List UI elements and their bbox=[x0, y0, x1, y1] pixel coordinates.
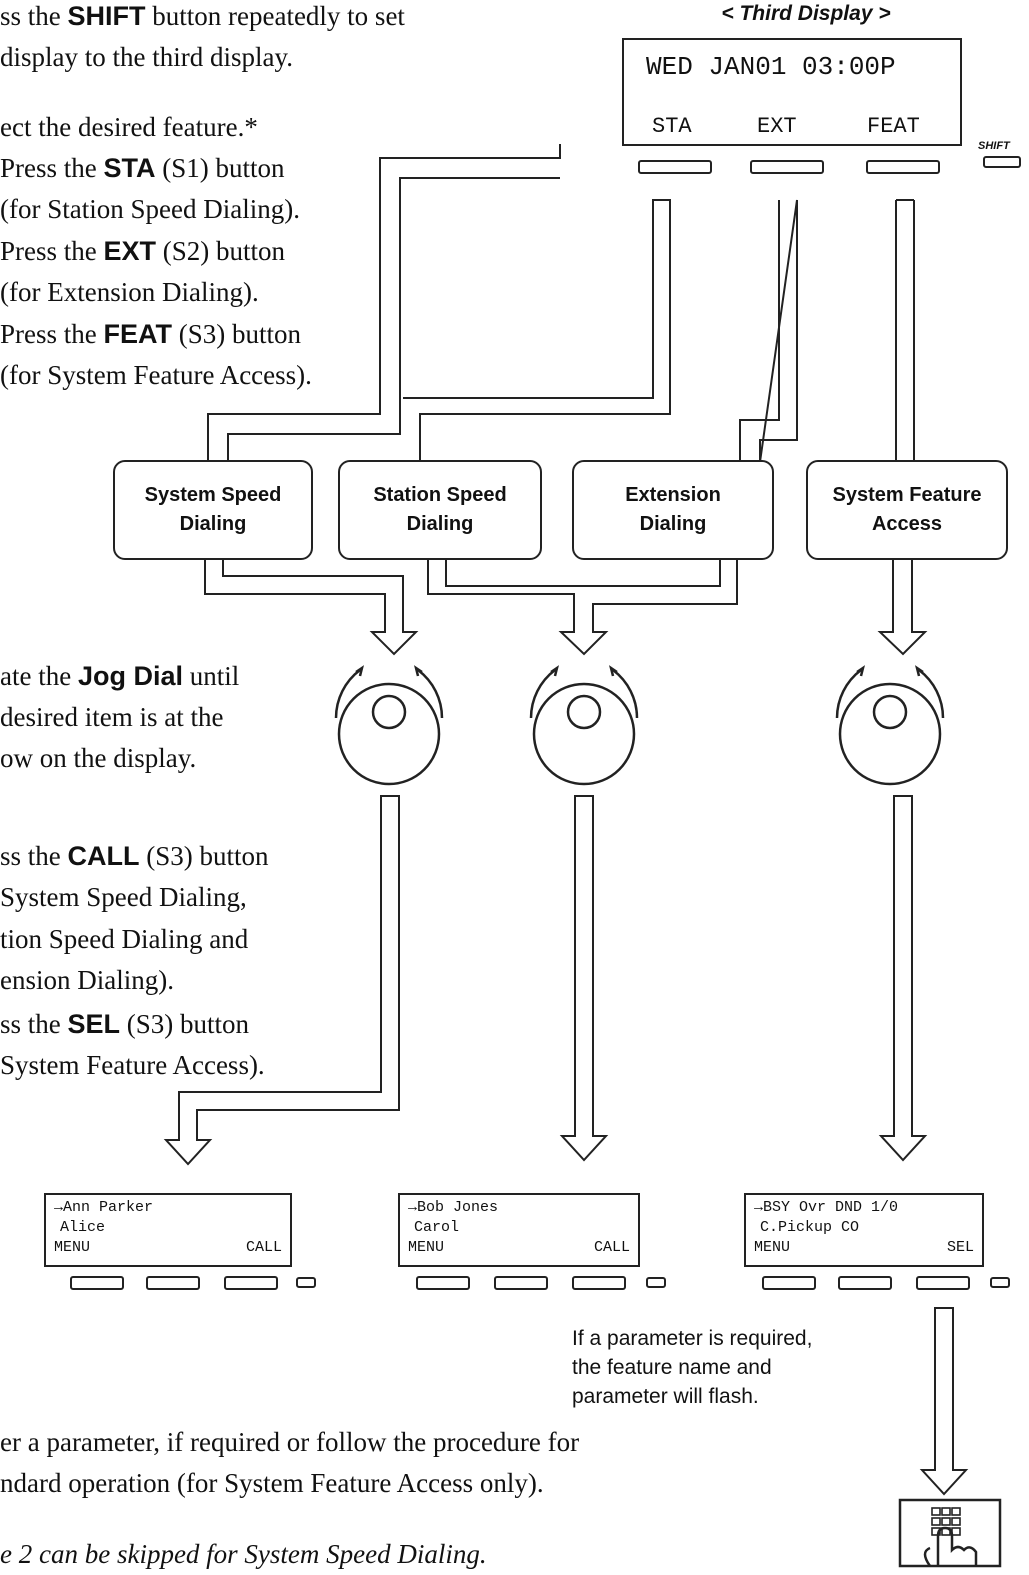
step2-intro: ect the desired feature.* bbox=[0, 112, 258, 142]
third-display-line1: WED JAN01 03:00P bbox=[646, 52, 896, 82]
step4-call-line4: ension Dialing). bbox=[0, 965, 174, 995]
step4-sel-line2: System Feature Access). bbox=[0, 1050, 265, 1080]
param-note-line3: parameter will flash. bbox=[572, 1385, 759, 1408]
display2-button-s3[interactable] bbox=[572, 1276, 626, 1290]
step3-line1: ate the Jog Dial until bbox=[0, 661, 240, 691]
sta-s1-button[interactable] bbox=[638, 160, 712, 174]
sel-keyword: SEL bbox=[67, 1009, 121, 1039]
jog-dial-keyword: Jog Dial bbox=[77, 661, 183, 691]
flow-arrow-dial1-down bbox=[163, 795, 400, 1166]
step4-call-line: ss the CALL (S3) button bbox=[0, 841, 269, 871]
shift-button[interactable] bbox=[983, 156, 1021, 168]
param-note-line2: the feature name and bbox=[572, 1356, 772, 1379]
flow-arrow-to-dial2 bbox=[427, 558, 738, 656]
step4-call-line3: tion Speed Dialing and bbox=[0, 924, 249, 954]
third-display-screen: WED JAN01 03:00P STA EXT FEAT bbox=[622, 38, 962, 146]
display3-button-s1[interactable] bbox=[762, 1276, 816, 1290]
keypad-hand-icon bbox=[898, 1498, 1002, 1568]
display3-button-s3[interactable] bbox=[916, 1276, 970, 1290]
display2-button-s1[interactable] bbox=[416, 1276, 470, 1290]
flow-arrow-sta bbox=[207, 144, 561, 462]
step1-line1: ss the SHIFT button repeatedly to set bbox=[0, 0, 405, 37]
step4-sel-line: ss the SEL (S3) button bbox=[0, 1009, 250, 1039]
display1-button-s2[interactable] bbox=[146, 1276, 200, 1290]
flow-arrow-to-dial3 bbox=[877, 558, 928, 656]
flow-arrow-sta-station bbox=[403, 199, 671, 462]
jog-dial-icon-3 bbox=[835, 665, 945, 786]
softkey-label-feat: FEAT bbox=[867, 114, 920, 139]
display3-button-s2[interactable] bbox=[838, 1276, 892, 1290]
step3-line3: ow on the display. bbox=[0, 743, 197, 773]
display3-shift-button[interactable] bbox=[990, 1277, 1010, 1288]
call-keyword: CALL bbox=[67, 841, 140, 871]
footnote: e 2 can be skipped for System Speed Dial… bbox=[0, 1539, 487, 1569]
flow-arrow-to-dial1 bbox=[204, 558, 419, 656]
step3-line2: desired item is at the bbox=[0, 702, 224, 732]
display1-button-s3[interactable] bbox=[224, 1276, 278, 1290]
step5-line2: ndard operation (for System Feature Acce… bbox=[0, 1468, 544, 1498]
softkey-label-ext: EXT bbox=[757, 114, 797, 139]
step2-item-ext: Press the EXT (S2) button bbox=[0, 236, 286, 266]
param-note-line1: If a parameter is required, bbox=[572, 1327, 813, 1350]
flow-arrow-feat bbox=[895, 199, 915, 462]
flow-arrow-to-keypad bbox=[919, 1307, 969, 1496]
flow-arrow-dial2-down bbox=[559, 795, 609, 1162]
step4-call-line2: System Speed Dialing, bbox=[0, 882, 247, 912]
step2-item-feat-desc: (for System Feature Access). bbox=[0, 360, 312, 390]
ext-s2-button[interactable] bbox=[750, 160, 824, 174]
step2-item-ext-desc: (for Extension Dialing). bbox=[0, 277, 259, 307]
step2-item-feat: Press the FEAT (S3) button bbox=[0, 319, 302, 349]
flow-arrow-ext bbox=[739, 199, 798, 463]
jog-dial-icon-2 bbox=[529, 665, 639, 786]
step1-shift-keyword: SHIFT bbox=[67, 1, 146, 31]
shift-label: SHIFT bbox=[978, 140, 1010, 152]
display1-shift-button[interactable] bbox=[296, 1277, 316, 1288]
feat-s3-button[interactable] bbox=[866, 160, 940, 174]
step5-line1: er a parameter, if required or follow th… bbox=[0, 1427, 580, 1457]
step1-prefix: ss the bbox=[0, 1, 68, 31]
step2-item-sta-desc: (for Station Speed Dialing). bbox=[0, 194, 300, 224]
display1-button-s1[interactable] bbox=[70, 1276, 124, 1290]
display2-button-s2[interactable] bbox=[494, 1276, 548, 1290]
step1-line2: display to the third display. bbox=[0, 42, 293, 72]
softkey-label-sta: STA bbox=[652, 114, 692, 139]
display2-shift-button[interactable] bbox=[646, 1277, 666, 1288]
step2-item-sta: Press the STA (S1) button bbox=[0, 153, 285, 183]
third-display-title: < Third Display > bbox=[721, 2, 891, 25]
jog-dial-icon-1 bbox=[334, 665, 444, 786]
step1-suffix: button repeatedly to set bbox=[145, 1, 405, 31]
flow-arrow-dial3-down bbox=[878, 795, 928, 1162]
